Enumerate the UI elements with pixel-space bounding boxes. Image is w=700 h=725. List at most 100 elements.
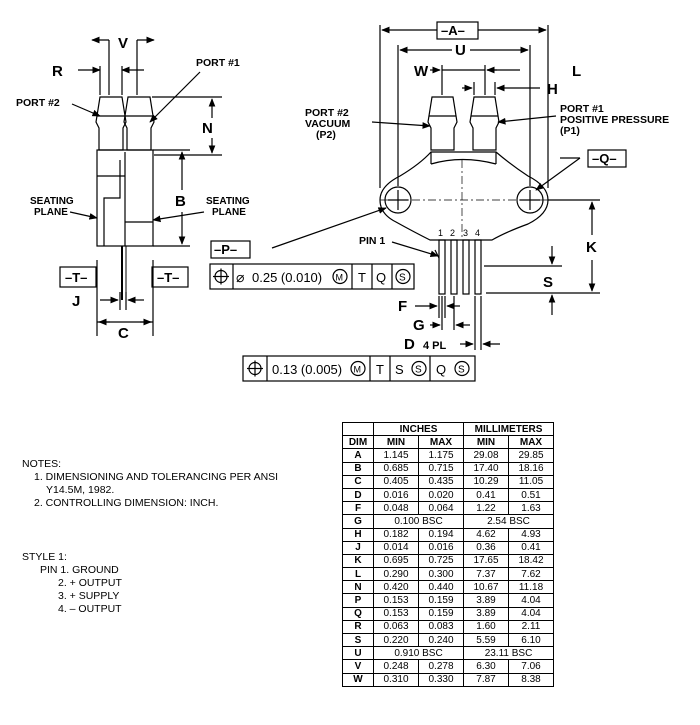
table-cell-in-max: 0.159 — [418, 593, 464, 608]
table-cell-dim: V — [342, 659, 374, 674]
table-cell-dim: Q — [342, 606, 374, 621]
table-cell-mm-max: 18.16 — [508, 461, 554, 476]
right-front-view — [271, 25, 600, 350]
tf2-ref-t: T — [376, 362, 384, 377]
dim-label-l: L — [572, 63, 581, 80]
dim-label-k: K — [586, 239, 597, 256]
table-cell-in-min: 0.182 — [373, 527, 419, 542]
table-cell-mm-max: 0.41 — [508, 540, 554, 555]
table-cell-mm-min: 7.87 — [463, 672, 509, 687]
seating-plane-right-1: SEATING — [206, 196, 250, 207]
tf2-modifier: M — [354, 365, 362, 375]
datum-a-box — [436, 21, 479, 40]
dim-label-w: W — [414, 63, 429, 80]
table-cell-mm-bsc: 23.11 BSC — [463, 646, 554, 661]
dim-label-r: R — [52, 63, 63, 80]
seating-plane-left-1: SEATING — [30, 196, 74, 207]
dim-label-f: F — [398, 298, 407, 315]
table-col-in-min: MIN — [373, 435, 419, 450]
left-port-2 — [95, 96, 127, 151]
table-cell-mm-max: 1.63 — [508, 501, 554, 516]
table-cell-in-min: 0.014 — [373, 540, 419, 555]
table-corner — [342, 421, 374, 437]
pin1-label: PIN 1 — [359, 235, 385, 247]
table-cell-dim: D — [342, 487, 374, 503]
table-cell-in-min: 0.310 — [373, 672, 419, 687]
table-cell-mm-min: 10.29 — [463, 474, 509, 489]
datum-t-right: –T– — [157, 270, 179, 285]
port2-vacuum-label-2: VACUUM — [305, 118, 351, 130]
notes-title: NOTES: — [22, 458, 62, 470]
table-cell-in-max: 0.440 — [418, 580, 464, 595]
dimension-table: INCHES MILLIMETERS DIM MIN MAX MIN MAX A… — [342, 421, 554, 687]
table-cell-mm-min: 0.36 — [463, 540, 509, 555]
table-col-in-max: MAX — [418, 435, 464, 450]
dim-label-n: N — [202, 120, 213, 137]
table-cell-in-min: 0.420 — [373, 580, 419, 595]
table-cell-in-max: 0.715 — [418, 461, 464, 476]
table-cell-in-max: 0.064 — [418, 501, 464, 516]
dim-label-a: –A– — [441, 23, 465, 38]
table-cell-mm-min: 6.30 — [463, 659, 509, 674]
datum-q: –Q– — [592, 151, 617, 166]
table-cell-mm-min: 10.67 — [463, 580, 509, 595]
tf1-ref-q: Q — [376, 270, 386, 285]
table-col-dim: DIM — [342, 435, 374, 450]
table-cell-in-min: 0.248 — [373, 659, 419, 674]
datum-t-box-right — [151, 266, 189, 288]
dim-label-s: S — [543, 274, 553, 291]
table-cell-in-min: 0.153 — [373, 593, 419, 608]
tf2-ref-s1: S — [395, 362, 404, 377]
table-cell-dim: R — [342, 619, 374, 635]
style-line-4: 4. – OUTPUT — [58, 603, 122, 615]
tolerance-frame-1 — [209, 263, 415, 290]
table-cell-in-max: 0.278 — [418, 659, 464, 674]
table-cell-inches-bsc: 0.100 BSC — [373, 514, 464, 529]
port1-pressure-label-3: (P1) — [560, 125, 580, 137]
style-line-3: 3. + SUPPLY — [58, 590, 120, 602]
notes-block: NOTES: 1. DIMENSIONING AND TOLERANCING P… — [22, 458, 278, 510]
table-cell-mm-max: 0.51 — [508, 487, 554, 503]
table-cell-dim: F — [342, 501, 374, 516]
note-line-1: 1. DIMENSIONING AND TOLERANCING PER ANSI — [34, 471, 279, 483]
style-line-1: PIN 1. GROUND — [40, 564, 119, 576]
table-cell-mm-max: 2.11 — [508, 619, 554, 635]
dim-label-j: J — [72, 293, 80, 310]
table-cell-mm-max: 7.06 — [508, 659, 554, 674]
table-cell-mm-min: 7.37 — [463, 567, 509, 582]
dim-label-h: H — [547, 81, 558, 98]
datum-p: –P– — [214, 242, 237, 257]
port1-left-label: PORT #1 — [196, 57, 240, 69]
table-cell-in-min: 0.695 — [373, 553, 419, 569]
port1-pressure-label-1: PORT #1 — [560, 103, 604, 115]
right-port-2 — [427, 96, 458, 151]
dim-label-c: C — [118, 325, 129, 342]
tf2-value: 0.13 (0.005) — [272, 362, 342, 377]
note-line-3: 2. CONTROLLING DIMENSION: INCH. — [34, 497, 219, 509]
table-cell-in-max: 0.300 — [418, 567, 464, 582]
table-group-header-row: INCHES MILLIMETERS — [342, 421, 554, 437]
tf1-value: 0.25 (0.010) — [252, 270, 322, 285]
table-cell-in-max: 0.016 — [418, 540, 464, 555]
table-cell-in-min: 0.048 — [373, 501, 419, 516]
seating-plane-left-2: PLANE — [34, 207, 68, 218]
port1-pressure-label-2: POSITIVE PRESSURE — [560, 114, 669, 126]
table-cell-mm-max: 7.62 — [508, 567, 554, 582]
datum-q-box — [587, 149, 627, 168]
table-cell-dim: L — [342, 567, 374, 582]
table-cell-in-min: 0.405 — [373, 474, 419, 489]
table-cell-in-max: 0.435 — [418, 474, 464, 489]
table-cell-dim: S — [342, 632, 374, 648]
